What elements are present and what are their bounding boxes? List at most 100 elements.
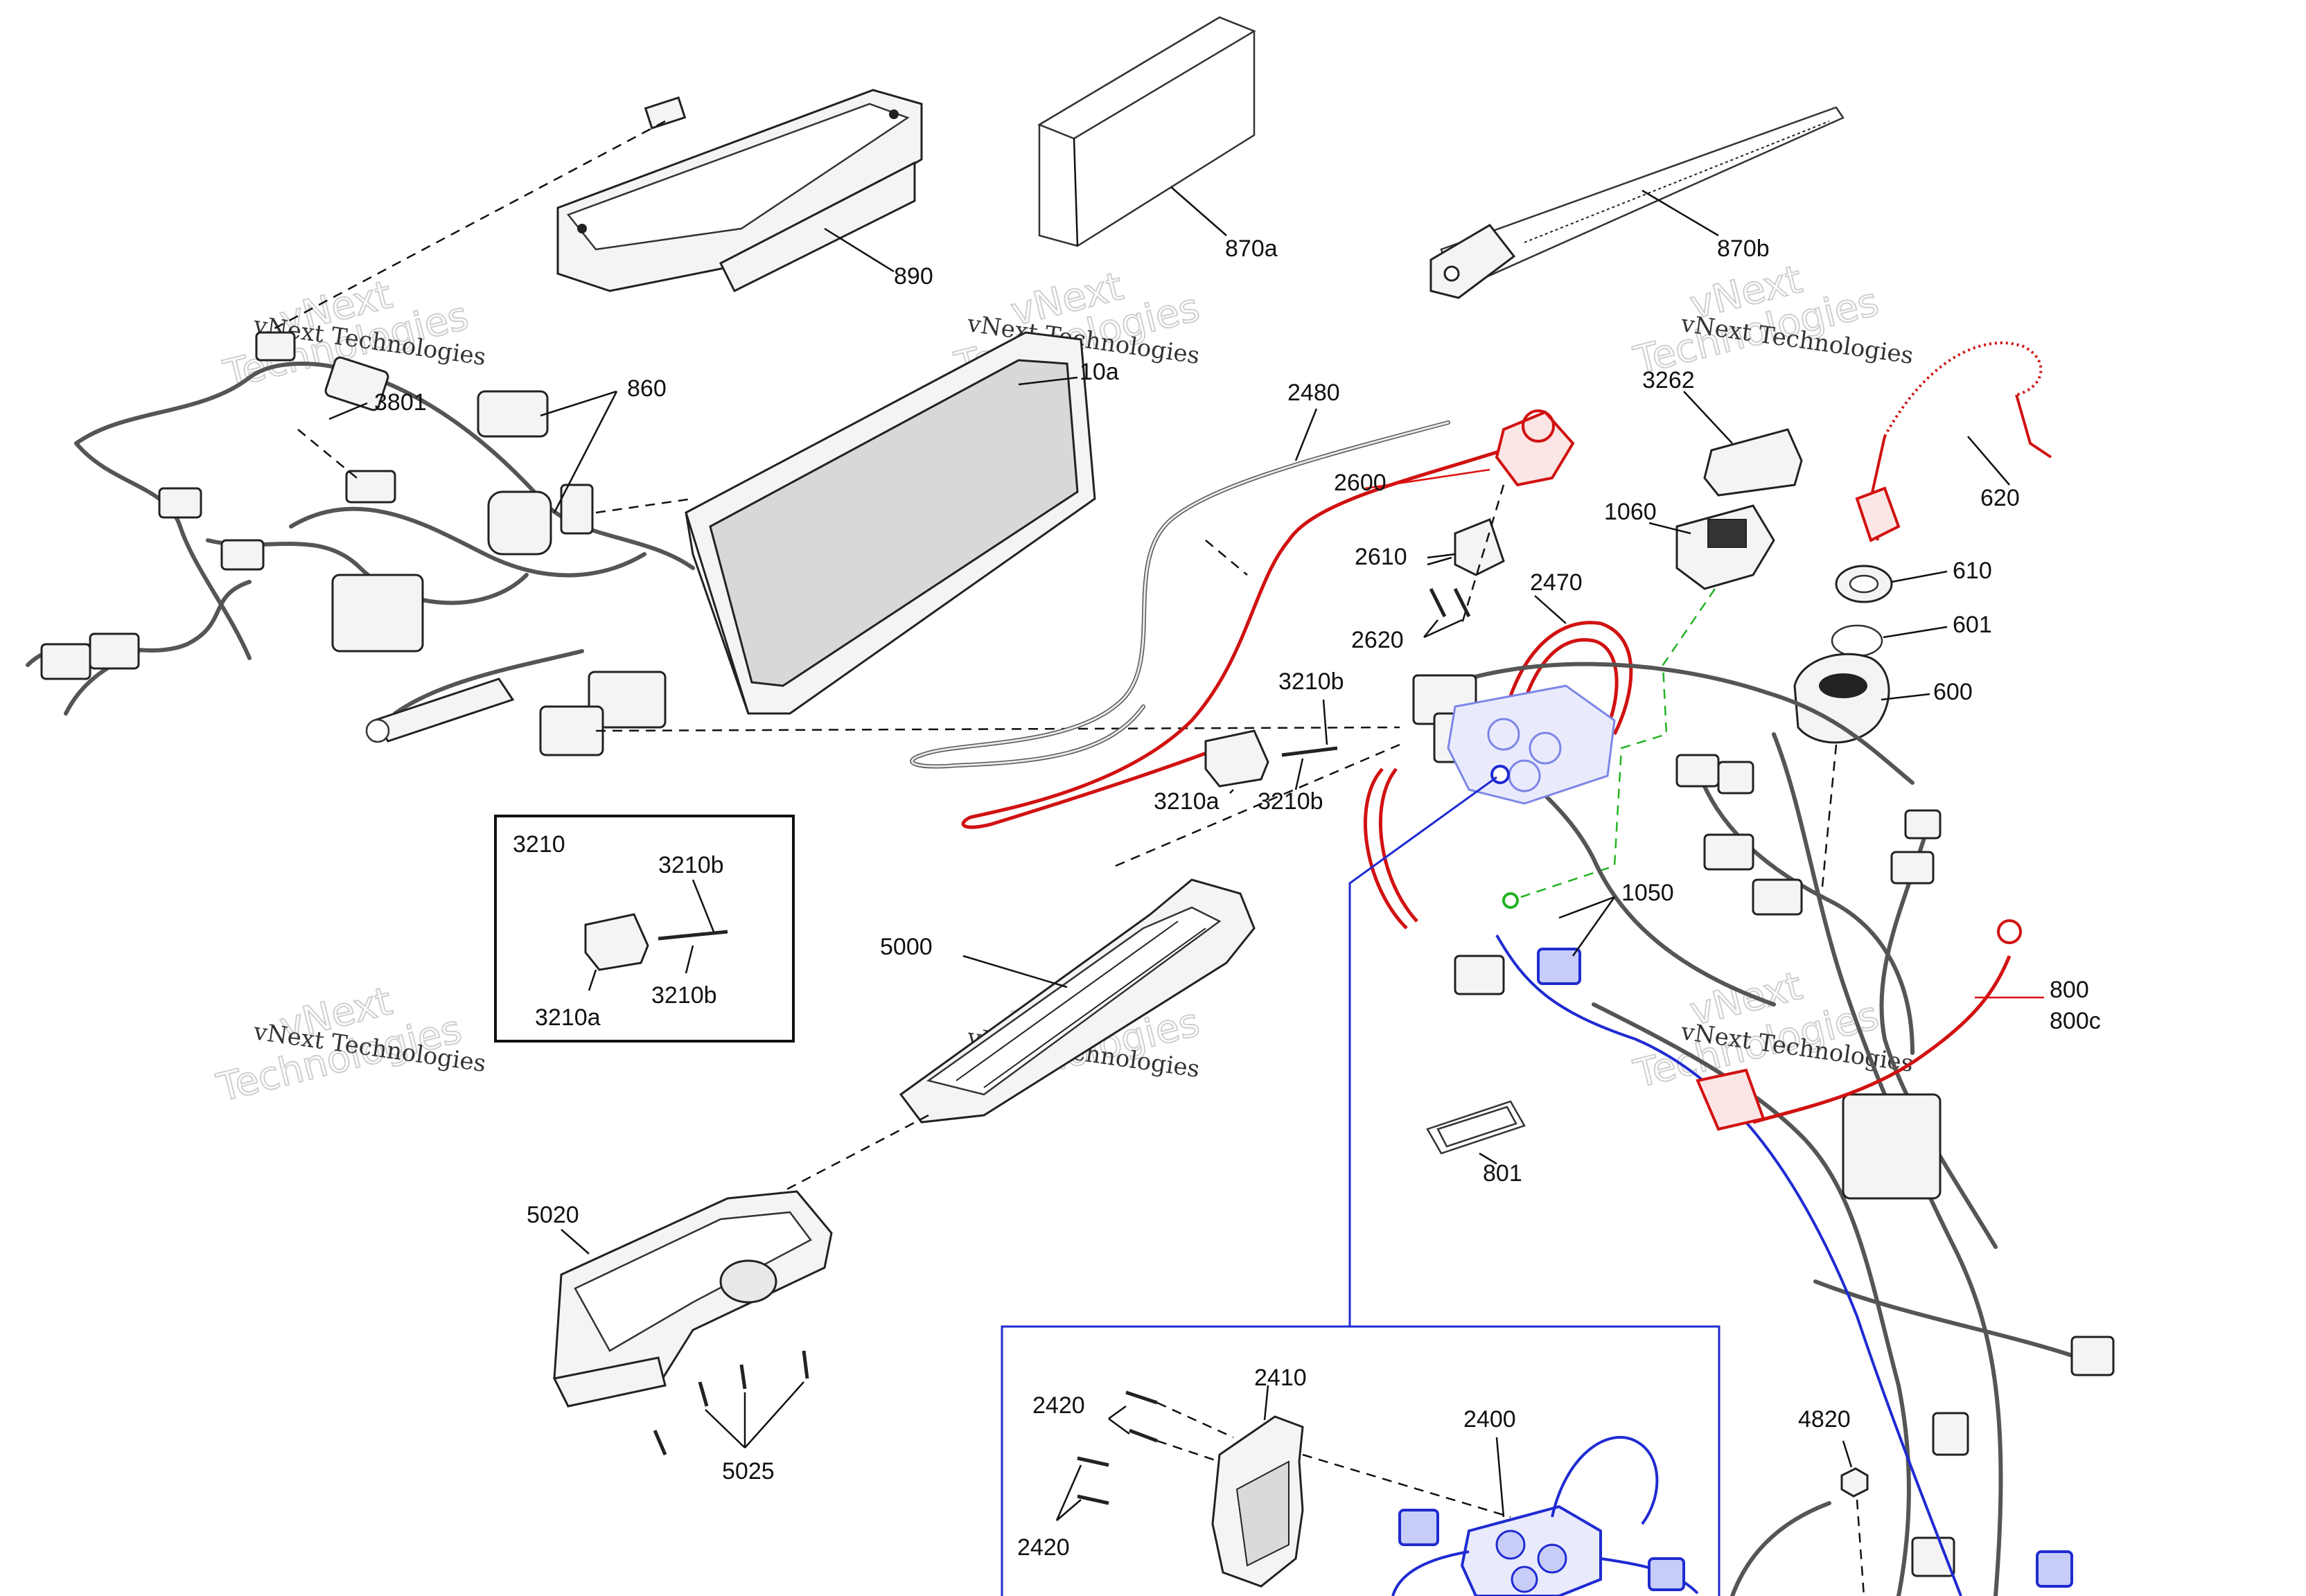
watermark-4: vNext Technologies vNext Technologies: [212, 978, 488, 1112]
left-wiring-harness: [26, 331, 695, 756]
red-cable-800: [1696, 919, 2022, 1131]
main-harness-right: [1412, 662, 2115, 1596]
connector-860-b: [487, 490, 552, 556]
leader-3801: [328, 402, 368, 420]
leader-801: [1479, 1152, 1497, 1165]
inset-label-3210a: 3210a: [535, 1004, 601, 1031]
leader-610: [1891, 570, 1948, 583]
label-870b: 870b: [1717, 236, 1770, 262]
label-1060: 1060: [1604, 499, 1657, 525]
cap-3262: [1703, 428, 1803, 497]
green-link-1060: [1510, 588, 1716, 902]
leader-3210b-top: [1322, 699, 1328, 745]
leader-3210a: [1229, 789, 1234, 794]
leader-2620-b: [1423, 619, 1463, 639]
leader-5025-c: [744, 1381, 804, 1448]
leader-870a: [1170, 186, 1227, 236]
dash-600: [1821, 744, 1838, 887]
leader-3262: [1683, 391, 1733, 444]
green-endpoint: [1502, 892, 1519, 909]
dash-890-harness: [266, 120, 666, 334]
connector-860-a: [477, 390, 549, 438]
dash-2610: [1461, 484, 1505, 624]
label-601: 601: [1953, 612, 1992, 638]
label-2470: 2470: [1530, 569, 1583, 596]
leader-2610: [1427, 553, 1456, 559]
bracket-2610: [1427, 518, 1505, 576]
label-2620: 2620: [1351, 627, 1404, 653]
leader-620: [1967, 436, 2010, 486]
label-5000: 5000: [880, 934, 933, 960]
dash-5000-bottom: [775, 1114, 929, 1196]
label-2410: 2410: [1254, 1365, 1307, 1391]
label-3210a: 3210a: [1154, 788, 1220, 815]
red-connector-2600: [1495, 410, 1575, 487]
label-800: 800: [2050, 977, 2089, 1003]
label-2420-top: 2420: [1032, 1392, 1085, 1419]
dash-860-display: [595, 497, 694, 514]
label-2480: 2480: [1287, 380, 1340, 406]
dash-5000-top: [1115, 743, 1400, 867]
leader-2600: [1364, 468, 1490, 490]
leader-1050-a: [1558, 896, 1615, 919]
module-890: [556, 89, 923, 293]
cover-5000: [899, 878, 1256, 1124]
label-3210b-bottom: 3210b: [1258, 788, 1323, 815]
label-2400: 2400: [1463, 1406, 1516, 1433]
connector-3801: [324, 356, 389, 411]
leader-2620-a: [1423, 619, 1438, 638]
label-800c: 800c: [2050, 1008, 2101, 1034]
inset-pin-3210b: [658, 930, 728, 941]
inset-3210: 3210 3210b 3210a 3210b: [494, 815, 795, 1043]
label-1050: 1050: [1621, 880, 1674, 906]
leader-860-a: [540, 390, 617, 417]
blue-callout-line: [1348, 776, 1497, 1327]
label-870a: 870a: [1225, 236, 1278, 262]
label-2600: 2600: [1334, 470, 1387, 496]
label-5025: 5025: [722, 1458, 775, 1484]
label-801: 801: [1483, 1160, 1522, 1187]
switch-1060: [1675, 504, 1775, 590]
label-3801: 3801: [374, 389, 427, 416]
leader-860-b: [553, 391, 618, 513]
inset-label-3210b-bottom: 3210b: [651, 982, 717, 1009]
label-10a: 10a: [1080, 359, 1119, 385]
dash-3801: [297, 429, 358, 479]
leader-4820: [1842, 1440, 1853, 1468]
lanyard-620: [1855, 342, 2052, 542]
label-4820: 4820: [1798, 1406, 1851, 1433]
red-loop-2470: [1364, 621, 1633, 930]
leader-5025-a: [705, 1409, 746, 1448]
detail-inset-2400: 2410 2420 2420 2400: [1001, 1325, 1720, 1596]
pin-3210b: [1281, 746, 1338, 757]
dash-2480: [1205, 540, 1248, 576]
label-890: 890: [894, 263, 933, 290]
leader-5000: [962, 955, 1068, 988]
screws-2620: [1429, 587, 1471, 618]
screws-5025: [653, 1350, 809, 1455]
bracket-5020: [552, 1190, 833, 1408]
leader-2470: [1534, 595, 1567, 624]
control-2400: [1460, 1505, 1602, 1596]
nut-4820: [1840, 1467, 1869, 1498]
inset-connector-3210a: [584, 913, 649, 971]
leader-10a: [1018, 376, 1078, 386]
connector-block-large: [331, 574, 424, 653]
label-620: 620: [1980, 485, 2020, 511]
leader-1050-b: [1572, 896, 1616, 957]
blue-callout-origin: [1490, 765, 1510, 784]
leader-3210b-bottom: [1294, 758, 1304, 790]
washer-601: [1831, 624, 1883, 657]
watermark-6: vNext Technologies vNext Technologies: [1629, 963, 1915, 1098]
blue-control-on-harness: [1447, 684, 2073, 1596]
inset-3210-title: 3210: [513, 831, 565, 858]
switch-600: [1793, 653, 1890, 744]
connector-main-plug: [588, 671, 667, 729]
leader-1060: [1648, 522, 1691, 535]
leader-5020: [561, 1229, 590, 1254]
label-860: 860: [627, 375, 667, 402]
gasket-801: [1426, 1100, 1526, 1155]
label-3262: 3262: [1642, 367, 1695, 393]
leader-890: [824, 227, 895, 273]
